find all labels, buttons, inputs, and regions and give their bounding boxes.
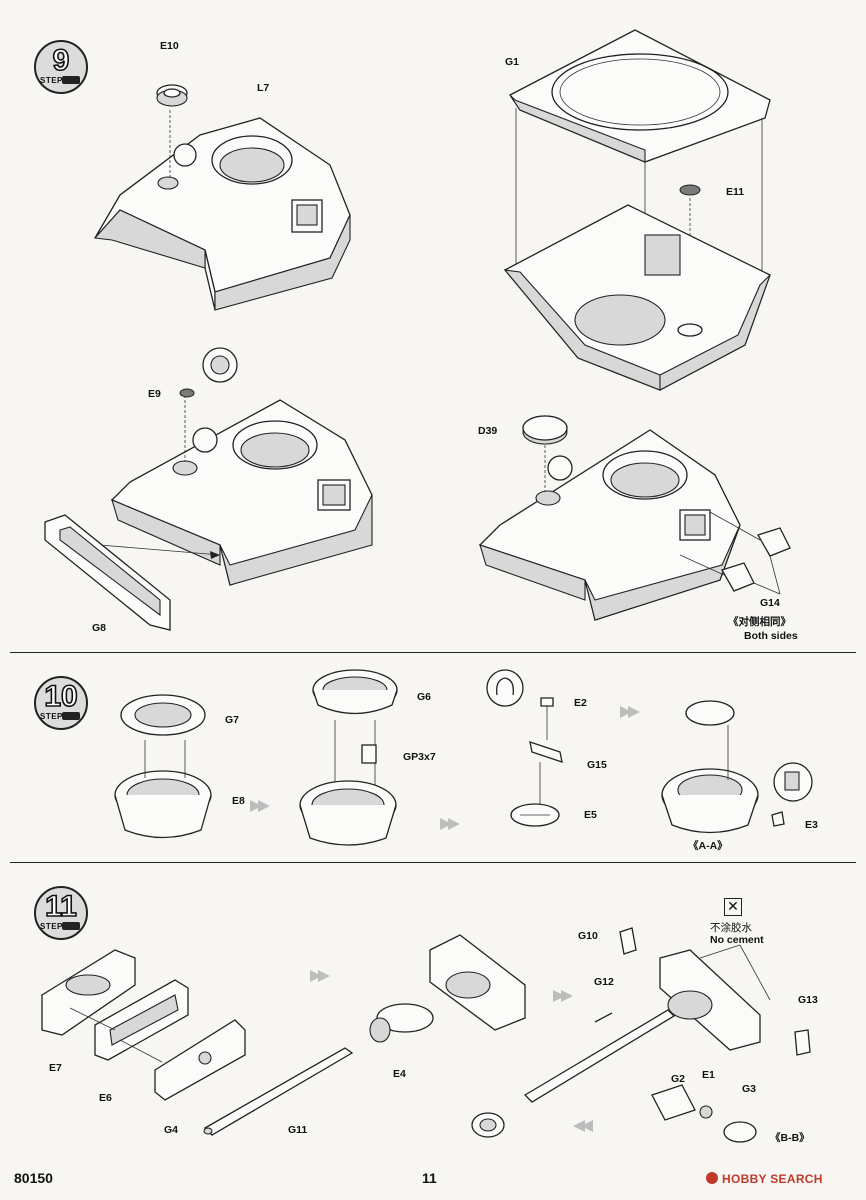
- label-g15: G15: [587, 759, 607, 771]
- label-e8: E8: [232, 795, 245, 807]
- step-divider-2: [10, 862, 856, 863]
- flow-arrows: [250, 706, 640, 1132]
- tank-icon: [62, 922, 80, 930]
- step-number: 10: [44, 679, 79, 714]
- both-sides-note-cn: 《对侧相同》: [728, 616, 791, 628]
- label-g10: G10: [578, 930, 598, 942]
- step-word: STEP: [40, 76, 63, 85]
- page-number: 11: [422, 1170, 437, 1186]
- step-number: 9: [52, 43, 70, 78]
- step-badge-10: 10 STEP: [34, 676, 88, 730]
- label-e7: E7: [49, 1062, 62, 1074]
- part-g6-drawing: [299, 669, 398, 846]
- part-d39-drawing: [522, 415, 568, 445]
- step-badge-11: 11 STEP: [34, 886, 88, 940]
- tank-icon: [62, 76, 80, 84]
- label-g12: G12: [594, 976, 614, 988]
- section-bb: 《B-B》: [770, 1132, 810, 1144]
- part-bb-assembly-drawing: [471, 927, 811, 1143]
- label-e4: E4: [393, 1068, 406, 1080]
- label-l7: L7: [257, 82, 270, 94]
- roof-g1-drawing: [509, 29, 771, 350]
- part-mantlet-drawing: [429, 934, 526, 1031]
- part-e10-drawing: [156, 84, 188, 107]
- step-divider-1: [10, 652, 856, 653]
- part-e9-drawing: [179, 347, 238, 398]
- part-g11-barrel-drawing: [203, 1047, 354, 1136]
- label-g13: G13: [798, 994, 818, 1006]
- step-circle: [34, 676, 88, 730]
- label-g4: G4: [164, 1124, 179, 1136]
- part-g8-drawing: [44, 514, 171, 631]
- label-g7: G7: [225, 714, 240, 726]
- step-word: STEP: [40, 712, 63, 721]
- label-e9: E9: [148, 388, 161, 400]
- watermark-logo-icon: [706, 1172, 718, 1184]
- section-aa: 《A-A》: [688, 840, 728, 852]
- label-g2: G2: [671, 1073, 686, 1085]
- label-g3: G3: [742, 1083, 757, 1095]
- label-g8: G8: [92, 622, 107, 634]
- watermark-text: HOBBY SEARCH: [722, 1172, 823, 1186]
- part-e4-drawing: [369, 1003, 434, 1043]
- tank-icon: [62, 712, 80, 720]
- label-e10: E10: [160, 40, 179, 52]
- step-circle: [34, 886, 88, 940]
- label-g14: G14: [760, 597, 780, 609]
- turret-l7-drawing: [93, 110, 351, 311]
- no-cement-note-cn: 不涂胶水: [710, 922, 752, 934]
- label-e2: E2: [574, 697, 587, 709]
- part-e2-g15-e5-drawing: [486, 669, 563, 827]
- label-g11: G11: [288, 1124, 308, 1136]
- both-sides-note-en: Both sides: [744, 630, 798, 642]
- part-aa-assembly-drawing: [661, 700, 813, 834]
- label-gp3x7: GP3x7: [403, 751, 436, 763]
- no-cement-icon: ✕: [724, 898, 742, 916]
- turret-g8-drawing: [99, 395, 373, 586]
- product-code: 80150: [14, 1170, 53, 1186]
- label-e5: E5: [584, 809, 597, 821]
- turret-g14-drawing: [478, 429, 741, 621]
- label-e11: E11: [726, 186, 745, 198]
- watermark: HOBBY SEARCH: [706, 1172, 823, 1186]
- part-e7-e6-g4-drawing: [41, 949, 246, 1101]
- part-g7-e8-drawing: [114, 694, 212, 839]
- label-g1: G1: [505, 56, 520, 68]
- label-e1: E1: [702, 1069, 715, 1081]
- label-e3: E3: [805, 819, 818, 831]
- step-word: STEP: [40, 922, 63, 931]
- label-g6: G6: [417, 691, 432, 703]
- label-d39: D39: [478, 425, 498, 437]
- label-e6: E6: [99, 1092, 112, 1104]
- turret-base-drawing: [503, 204, 771, 391]
- step-circle: [34, 40, 88, 94]
- step-badge-9: 9 STEP: [34, 40, 88, 94]
- no-cement-note-en: No cement: [710, 934, 764, 946]
- step-number: 11: [44, 889, 77, 924]
- part-g14-drawing: [679, 511, 791, 595]
